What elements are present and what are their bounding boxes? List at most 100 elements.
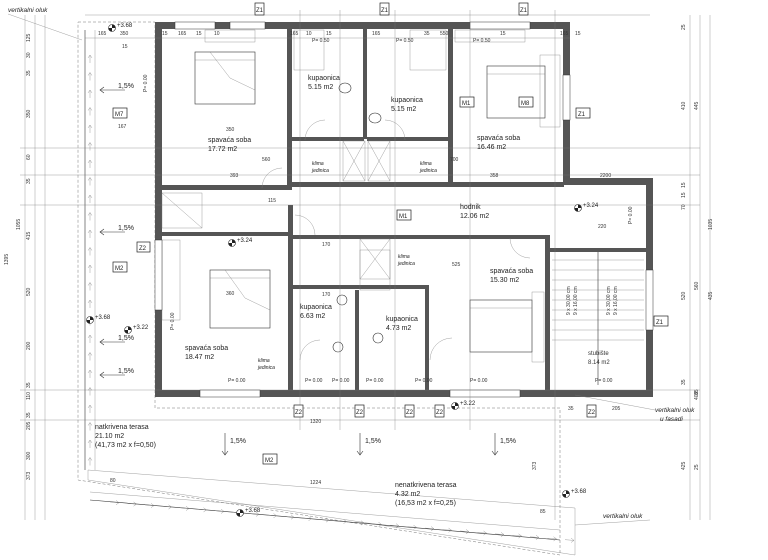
svg-text:M1: M1 — [399, 214, 408, 220]
right-dim-label: 35 — [694, 389, 700, 395]
dim-170b: 170 — [322, 292, 331, 298]
right-dim-label: 70 — [681, 204, 687, 210]
tag-m1-ne: M1 — [459, 96, 475, 108]
level-marker-bottom: +3.68 — [236, 508, 261, 517]
dim-115: 115 — [268, 198, 276, 204]
right-dim-label: 445 — [694, 101, 700, 110]
dim-360: 360 — [226, 291, 235, 297]
element-tags: Z1 Z1 Z1 Z1 Z1 Z2 Z2 Z2 Z2 Z2 Z2 M7 M2 M… — [112, 2, 669, 465]
tag-z2-b4: Z2 — [434, 404, 445, 418]
svg-text:M2: M2 — [115, 266, 124, 272]
top-dim-label: 15 — [326, 31, 332, 37]
svg-text:Z2: Z2 — [356, 410, 364, 416]
left-dim-label: 1055 — [16, 219, 22, 230]
left-dim-label: 35 — [26, 412, 32, 418]
svg-text:Z2: Z2 — [588, 410, 596, 416]
slope-s3: 1,5% — [118, 335, 134, 342]
label-klima-2b: jedinica — [419, 168, 437, 174]
right-dim-label: 425 — [681, 461, 687, 470]
level-marker-mid-left2: +3.22 — [124, 325, 149, 334]
dim-167: 167 — [118, 124, 127, 130]
svg-text:Z2: Z2 — [139, 246, 147, 252]
room-bath-2-name: kupaonica — [391, 97, 423, 104]
right-dim-label: 15 — [681, 192, 687, 198]
slope-t2: 1,5% — [365, 438, 381, 445]
svg-text:Z1: Z1 — [256, 8, 264, 14]
room-bath-4-name: kupaonica — [386, 316, 418, 323]
stair-label-2b: 9 x 16,00 cm — [613, 286, 619, 315]
top-dim-label: 10 — [214, 31, 220, 37]
svg-text:Z2: Z2 — [295, 410, 303, 416]
interior-dimensions: 560 700 393 358 2200 220 170 170 525 350… — [118, 44, 611, 298]
level-east-text: +3.68 — [571, 489, 587, 495]
tag-z1-top3: Z1 — [518, 2, 529, 16]
parapet-p6: P= 0.00 — [170, 312, 176, 330]
slope-markers: 1,5% 1,5% 1,5% 1,5% 1,5% 1,5% 1,5% — [99, 83, 516, 456]
svg-text:M1: M1 — [462, 101, 471, 107]
room-bedroom-nw-area: 17.72 m2 — [208, 146, 237, 153]
svg-text:Z1: Z1 — [578, 112, 586, 118]
level-south-text: +3.22 — [460, 401, 476, 407]
svg-text:M2: M2 — [265, 458, 274, 464]
room-bath-4-area: 4.73 m2 — [386, 325, 411, 332]
top-dim-label: 15 — [500, 31, 506, 37]
label-klima-4b: jedinica — [397, 261, 415, 267]
terrace-open-name: nenatkrivena terasa — [395, 482, 457, 489]
left-dim-label: 350 — [26, 109, 32, 118]
tag-z2-west: Z2 — [136, 241, 151, 253]
stair-label-1b: 9 x 16,00 cm — [573, 286, 579, 315]
dim-220: 220 — [598, 224, 607, 230]
slope-s2: 1,5% — [118, 225, 134, 232]
room-bedroom-nw-name: spavaća soba — [208, 137, 251, 144]
terrace-covered-area: 21.10 m2 — [95, 433, 124, 440]
tag-m1-hall: M1 — [396, 209, 412, 221]
left-dim-label: 125 — [26, 33, 32, 42]
tag-m8: M8 — [518, 96, 534, 108]
tag-z2-b2: Z2 — [354, 404, 365, 418]
dim-373: 373 — [532, 461, 538, 470]
level-marker-top: +3.68 — [108, 23, 133, 32]
parapet-p5: P= 0.00 — [628, 206, 634, 224]
dim-35: 35 — [568, 406, 574, 412]
level-bedroom-w-text: +3.24 — [237, 238, 253, 244]
room-bedroom-se-name: spavaća soba — [490, 268, 533, 275]
left-dim-label: 1395 — [4, 254, 10, 265]
level-top-text: +3.68 — [117, 23, 133, 29]
top-dim-label: 165 — [290, 31, 299, 37]
top-dim-label: 15 — [575, 31, 581, 37]
right-dim-label: 435 — [708, 291, 714, 300]
level-bottom-text: +3.68 — [245, 508, 261, 514]
drainage-arrows — [87, 54, 575, 543]
parapet-labels: P= 0.00 P= 0.50 P= 0.50 P= 0.50 P= 0.00 … — [143, 38, 634, 384]
dim-525: 525 — [452, 262, 461, 268]
right-dim-label: 15 — [681, 182, 687, 188]
svg-text:M8: M8 — [521, 101, 530, 107]
left-dim-label: 205 — [26, 421, 32, 430]
left-dim-label: 200 — [26, 341, 32, 350]
tag-z1-top2: Z1 — [379, 2, 390, 16]
parapet-p7: P= 0.00 — [228, 378, 246, 384]
dim-15a: 15 — [122, 44, 128, 50]
label-klima-2a: klima — [420, 161, 432, 167]
label-klima-3b: jedinica — [257, 365, 275, 371]
terrace-open-formula: (16,53 m2 x f=0,25) — [395, 500, 456, 507]
top-dim-label: 550 — [440, 31, 449, 37]
right-dim-label: 1035 — [708, 219, 714, 230]
svg-text:M7: M7 — [115, 112, 124, 118]
parapet-p10: P= 0.00 — [415, 378, 433, 384]
top-dim-label: 165 — [560, 31, 569, 37]
parapet-p8: P= 0.00 — [305, 378, 323, 384]
dim-350: 350 — [226, 127, 235, 133]
label-klima-3a: klima — [258, 358, 270, 364]
level-marker-south: +3.22 — [451, 401, 476, 410]
left-dim-label: 110 — [26, 392, 32, 400]
svg-text:Z1: Z1 — [520, 8, 528, 14]
top-dim-label: 10 — [306, 31, 312, 37]
dim-80: 80 — [110, 478, 116, 484]
stair-labels: 9 x 30,00 cm 9 x 16,00 cm 9 x 30,00 cm 9… — [566, 286, 619, 315]
room-stairs-name: stubište — [588, 351, 609, 357]
svg-text:Z1: Z1 — [381, 8, 389, 14]
dim-170a: 170 — [322, 242, 331, 248]
